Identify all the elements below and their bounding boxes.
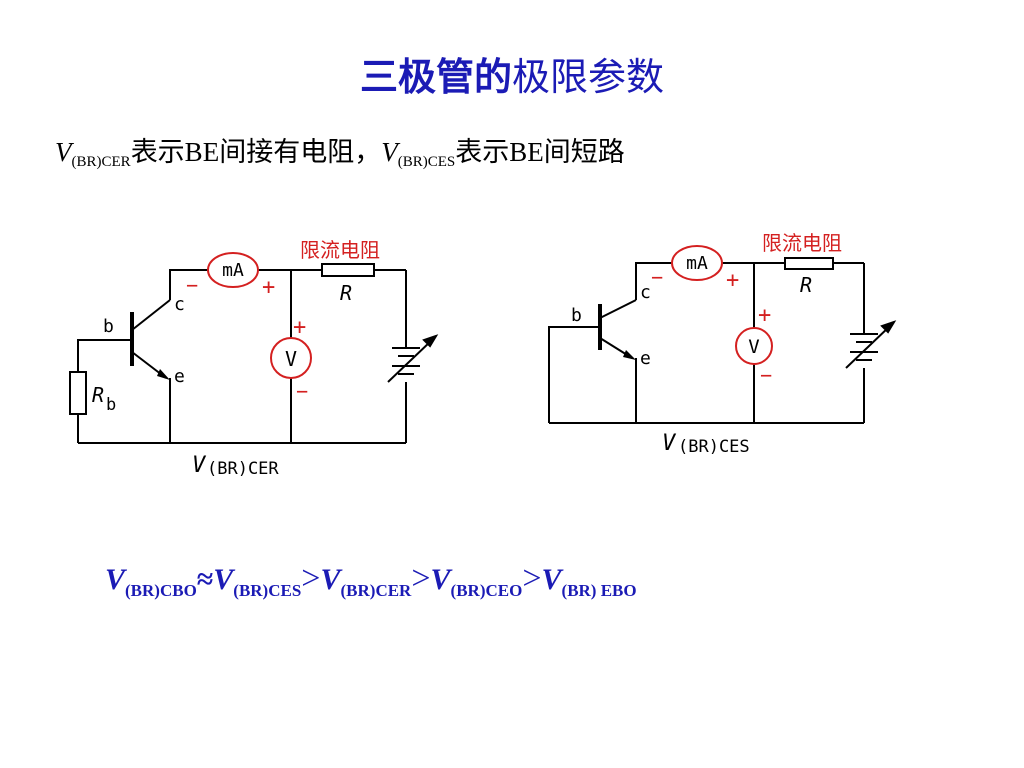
label-v-plus: + [293,315,306,340]
title-part-1: 三极管的 [359,55,512,99]
formula-op2: > [301,560,321,597]
label-ma-plus: + [262,275,275,300]
subtitle-v1: V [55,137,72,167]
voltmeter-icon [270,337,312,379]
label-v: V [285,347,297,371]
formula-s2: (BR)CES [233,581,302,600]
formula-v4: V [430,563,451,596]
formula-s1: (BR)CBO [125,581,197,600]
label-rb-sub: b [106,395,116,415]
caption-ces-v: V [662,431,677,456]
formula-s3: (BR)CER [340,581,412,600]
label-e: e [174,366,185,387]
variable-battery-icon [387,334,439,383]
title-part-2: 极限参数 [512,55,665,99]
label-v-ces: V [748,336,759,358]
subtitle-sub1: (BR)CER [71,154,131,170]
voltmeter-icon-ces [735,327,773,365]
milliammeter-icon-ces [671,245,723,281]
label-r-ces: R [800,273,812,297]
label-ma: mA [222,260,244,281]
milliammeter-icon [207,252,259,288]
label-b-ces: b [571,305,582,326]
caption-cer-sub: (BR)CER [207,459,279,479]
resistor-rb [69,371,87,415]
label-limiting-resistor: 限流电阻 [300,238,380,262]
circuit-cer-wires [77,269,407,444]
label-v-minus: − [296,379,308,403]
breakdown-voltage-formula: V(BR)CBO≈V(BR)CES>V(BR)CER>V(BR)CEO>V(BR… [105,560,637,601]
slide-title: 三极管的极限参数 [0,46,1024,101]
label-ma-plus-ces: + [726,268,739,293]
formula-v5: V [541,563,562,596]
label-rb: R [92,383,104,407]
subtitle-line: V(BR)CER表示BE间接有电阻，V(BR)CES表示BE间短路 [55,130,625,171]
circuit-ces: 限流电阻 mA V R b c e − + + − V (BR)CES [548,231,897,457]
label-ma-minus: − [186,273,198,297]
label-b: b [103,316,114,337]
subtitle-text1: 表示BE间接有电阻， [130,137,382,167]
label-c: c [174,294,185,315]
label-r: R [340,281,352,305]
label-limiting-resistor-ces: 限流电阻 [762,231,842,255]
formula-op1: ≈ [196,563,214,596]
emitter-arrow-icon-ces [623,350,636,360]
label-ma-ces: mA [686,253,708,274]
circuit-cer: 限流电阻 mA V R R b b c e − + + − V (BR)CER [69,238,439,479]
label-e-ces: e [640,348,651,369]
resistor-r [321,263,375,277]
circuit-ces-wires [548,262,865,424]
formula-v2: V [213,563,234,596]
subtitle-sub2: (BR)CES [397,154,456,170]
label-ma-minus-ces: − [651,265,663,289]
subtitle-text2: 表示BE间短路 [455,137,625,167]
caption-ces-sub: (BR)CES [678,437,750,457]
formula-op3: > [411,560,431,597]
emitter-arrow-icon [157,369,170,380]
formula-s5: (BR) EBO [561,581,637,600]
resistor-r-ces [784,257,834,270]
label-v-plus-ces: + [758,303,771,328]
variable-battery-icon-ces [845,320,897,369]
label-c-ces: c [640,282,651,303]
subtitle-v2: V [381,137,398,167]
formula-op4: > [522,560,542,597]
formula-v1: V [105,563,126,596]
caption-cer-v: V [192,453,207,478]
formula-s4: (BR)CEO [450,581,523,600]
formula-v3: V [320,563,341,596]
label-v-minus-ces: − [760,363,772,387]
